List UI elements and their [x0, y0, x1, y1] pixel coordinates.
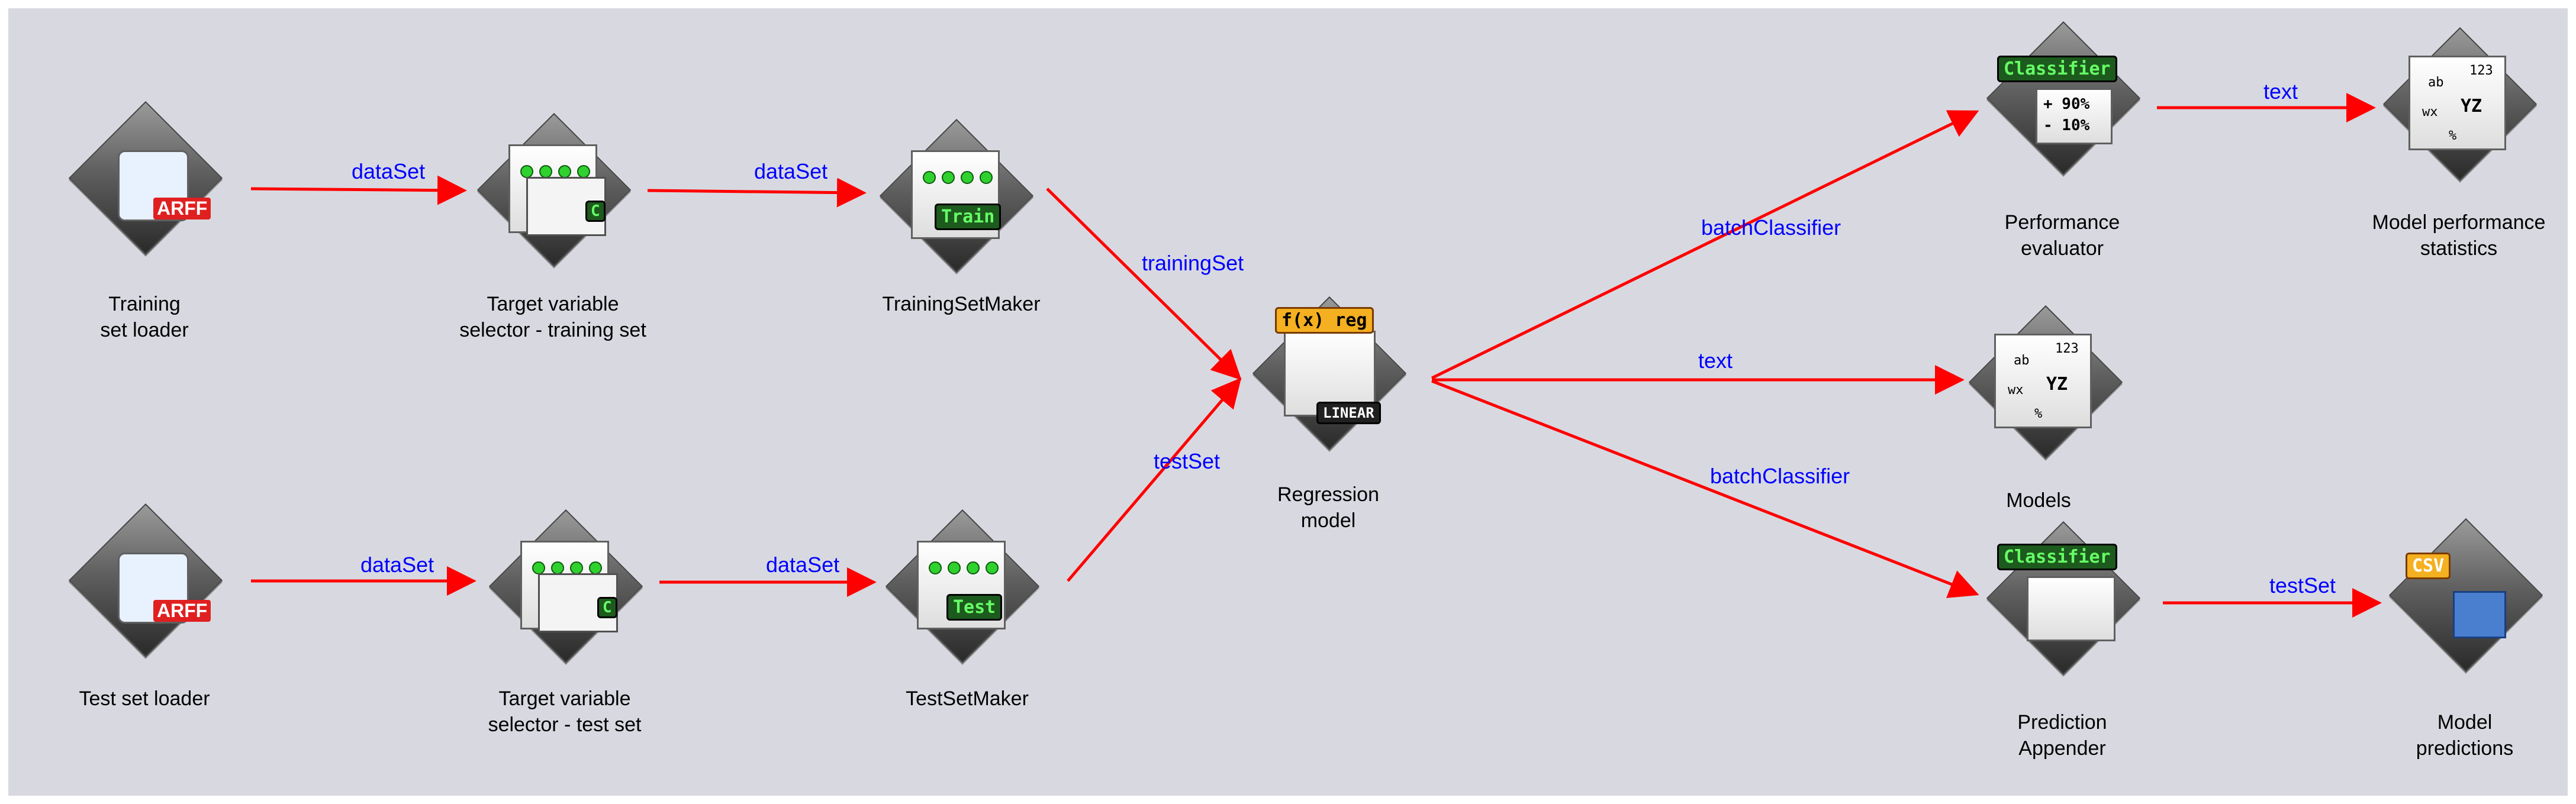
models-label: Models [2006, 489, 2071, 512]
conn-label-train-dataset-2: dataSet [754, 159, 828, 183]
conn-label-test-dataset-1: dataSet [360, 553, 434, 577]
knowledge-flow-canvas[interactable]: dataSet dataSet dataSet dataSet training… [8, 8, 2568, 796]
percent-panel-icon: + 90% - 10% [2036, 88, 2113, 144]
percent-negative-text: - 10% [2043, 117, 2090, 134]
appender-panel-icon [2027, 576, 2115, 641]
prediction-appender-label: Prediction Appender [2017, 711, 2107, 760]
target-selector-training-label: Target variable selector - training set [459, 293, 646, 341]
test-set-maker-label: TestSetMaker [906, 687, 1029, 710]
training-set-maker-node[interactable]: Train [878, 118, 1034, 273]
model-performance-statistics-node[interactable]: ab 123 wx YZ % [2382, 27, 2538, 182]
green-dots-icon [923, 171, 993, 184]
regression-badge: f(x) reg [1275, 307, 1374, 334]
performance-evaluator-label: Performance evaluator [2004, 211, 2120, 260]
models-node[interactable]: ab 123 wx YZ % [1968, 305, 2123, 460]
training-set-loader-node[interactable]: ARFF [67, 101, 223, 256]
icon-text-wx: wx [2422, 105, 2438, 120]
text-viewer-icon: ab 123 wx YZ % [1994, 334, 2092, 428]
target-selector-test-node[interactable]: C [488, 509, 643, 664]
green-dots-icon [520, 165, 590, 178]
green-dots-icon [532, 561, 602, 574]
connector-training-set [1046, 188, 1242, 380]
conn-label-train-dataset-1: dataSet [352, 159, 426, 183]
classifier-badge: Classifier [1997, 56, 2117, 82]
regression-model-node[interactable]: f(x) reg LINEAR [1251, 296, 1407, 451]
percent-positive-text: + 90% [2043, 95, 2090, 113]
arff-badge: ARFF [153, 198, 211, 219]
test-set-maker-node[interactable]: Test [884, 509, 1040, 664]
class-badge: C [585, 201, 606, 222]
icon-text-123: 123 [2469, 63, 2493, 78]
icon-text-yz: YZ [2461, 96, 2482, 117]
conn-label-test-set: testSet [1154, 449, 1221, 473]
icon-text-percent: % [2034, 406, 2043, 421]
train-badge: Train [935, 204, 1002, 230]
connector-to-performance [1431, 110, 1979, 380]
test-badge: Test [946, 594, 1003, 621]
icon-text-wx: wx [2008, 383, 2024, 398]
connections-layer [250, 93, 2382, 618]
connector-test-set [1067, 377, 1242, 582]
green-dots-icon [929, 561, 999, 574]
training-set-maker-label: TrainingSetMaker [882, 293, 1041, 315]
icon-text-percent: % [2449, 128, 2457, 143]
class-badge: C [597, 597, 617, 618]
conn-label-test-set-predictions: testSet [2269, 573, 2336, 598]
csv-badge: CSV [2406, 553, 2451, 579]
text-viewer-icon: ab 123 wx YZ % [2408, 56, 2506, 150]
icon-text-ab: ab [2014, 353, 2030, 368]
model-performance-statistics-label: Model performance statistics [2372, 211, 2546, 260]
conn-label-text-stats: text [2263, 79, 2298, 104]
linear-badge: LINEAR [1316, 402, 1381, 424]
icon-text-ab: ab [2428, 75, 2444, 90]
connector-train-selector-maker [647, 177, 867, 208]
connector-train-loader-selector [250, 175, 467, 205]
performance-evaluator-node[interactable]: Classifier + 90% - 10% [1985, 21, 2141, 176]
regression-model-label: Regression model [1277, 483, 1379, 532]
model-predictions-label: Model predictions [2416, 711, 2514, 760]
test-set-loader-node[interactable]: ARFF [67, 503, 223, 658]
icon-text-yz: YZ [2046, 374, 2068, 395]
target-selector-test-label: Target variable selector - test set [488, 687, 642, 736]
prediction-appender-node[interactable]: Classifier [1985, 521, 2141, 676]
arff-badge: ARFF [153, 600, 211, 622]
icon-text-123: 123 [2055, 341, 2079, 356]
conn-label-test-dataset-2: dataSet [766, 553, 840, 577]
conn-label-batch-classifier-2: batchClassifier [1710, 464, 1850, 488]
training-set-loader-label: Training set loader [100, 293, 189, 341]
model-predictions-node[interactable]: CSV [2388, 518, 2543, 673]
conn-label-text-models: text [1698, 348, 1733, 373]
test-set-loader-label: Test set loader [79, 687, 210, 710]
conn-label-training-set: trainingSet [1142, 251, 1244, 275]
target-selector-training-node[interactable]: C [476, 112, 632, 267]
classifier-badge: Classifier [1997, 544, 2117, 570]
conn-label-batch-classifier-1: batchClassifier [1701, 215, 1841, 240]
connector-to-appender [1431, 379, 1979, 598]
saver-icon [2453, 591, 2506, 638]
